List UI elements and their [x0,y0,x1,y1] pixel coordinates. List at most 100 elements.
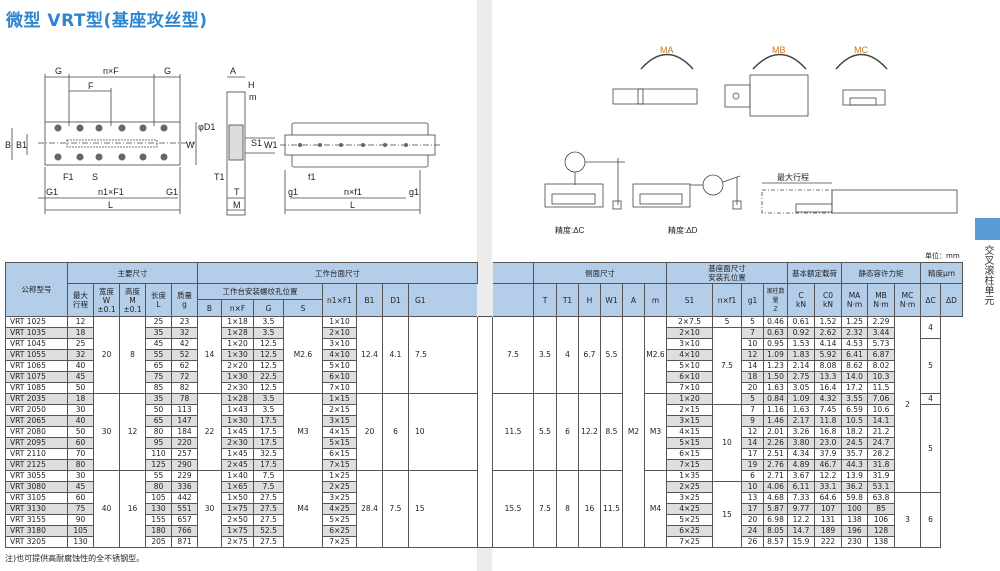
T1-cell: 3.5 [533,316,557,394]
C-cell: 1.63 [763,382,788,394]
C0-cell: 2.75 [787,371,815,383]
C-cell: 1.50 [763,371,788,383]
length-cell: 110 [145,448,172,460]
MC-cell: 138 [867,536,895,548]
col-header-S1: S1 [666,283,713,317]
Z-cell: 26 [741,536,764,548]
length-cell: 155 [145,514,172,526]
stroke-cell: 60 [67,492,94,504]
MA-cell: 16.8 [814,426,842,438]
stroke-cell: 12 [67,316,94,328]
n1xF1-cell: 7×10 [322,382,357,394]
nxF-cell: 2×20 [221,360,254,372]
W1-cell: 6.7 [578,316,601,394]
n1xF1-cell: 2×25 [322,481,357,493]
group-header-holes: 工作台安装螺纹孔位置 [197,283,323,300]
moment-label: MC [854,45,868,55]
C-cell: 8.57 [763,536,788,548]
dim-label: B1 [16,140,27,150]
MB-cell: 1.25 [841,316,868,328]
C0-cell: 3.67 [787,470,815,482]
model-cell: VRT 1055 [5,349,68,361]
G-cell: 27.5 [253,503,284,515]
B-cell: 22 [197,393,222,471]
S1-cell: M4 [644,470,667,548]
accuracy-dD-cell: 4 [920,393,941,405]
MB-cell: 59.8 [841,492,868,504]
g1-cell: 5 [712,316,742,328]
nxf1-cell: 6×25 [666,525,713,537]
n1xF1-cell: 6×15 [322,448,357,460]
col-header-Z: 滚柱数量 Z [763,283,788,317]
MA-cell: 1.52 [814,316,842,328]
model-cell: VRT 2125 [5,459,68,471]
MC-cell: 10.3 [867,371,895,383]
moment-label: MB [772,45,786,55]
Z-cell: 14 [741,437,764,449]
mass-cell: 336 [171,481,198,493]
mass-cell: 72 [171,371,198,383]
col-header-T1: T1 [556,283,579,317]
group-header-main: 主要尺寸 [67,262,198,284]
model-cell: VRT 3155 [5,514,68,526]
dim-label: G1 [166,187,178,197]
length-cell: 180 [145,525,172,537]
Z-cell: 20 [741,382,764,394]
MB-cell: 138 [841,514,868,526]
C-cell: 0.63 [763,327,788,339]
dim-label: W [186,140,195,150]
length-cell: 50 [145,404,172,416]
dim-label: W1 [264,140,278,150]
Z-cell: 20 [741,514,764,526]
G1-cell: 15 [408,470,478,548]
A-cell: 8.5 [600,393,623,471]
col-header-g1: g1 [741,283,764,317]
moment-b-arc [752,53,807,70]
C-cell: 1.46 [763,415,788,427]
nxF-cell: 1×65 [221,481,254,493]
T-cell: 15.5 [492,470,534,548]
MB-cell: 10.5 [841,415,868,427]
length-cell: 80 [145,426,172,438]
model-cell: VRT 3105 [5,492,68,504]
C0-cell: 3.26 [787,426,815,438]
S1-cell: M3 [644,393,667,471]
col-header-B: B [197,299,222,317]
col-header-T: T [533,283,557,317]
top-view-table [44,121,181,166]
col-header-B1: B1 [356,283,383,317]
MB-cell: 3.55 [841,393,868,405]
G-cell: 17.5 [253,426,284,438]
group-header-moment: 静态容许力矩 [841,262,921,284]
MB-cell: 18.2 [841,426,868,438]
nxf1-cell: 6×10 [666,371,713,383]
model-cell: VRT 2110 [5,448,68,460]
col-header-MB: MB N·m [867,283,895,317]
T1-cell: 5.5 [533,393,557,471]
length-cell: 85 [145,382,172,394]
MC-cell: 6.87 [867,349,895,361]
n1xF1-cell: 5×15 [322,437,357,449]
MB-cell: 14.0 [841,371,868,383]
MB-cell: 36.2 [841,481,868,493]
nxF-cell: 1×75 [221,525,254,537]
G-cell: 22.5 [253,371,284,383]
MA-cell: 33.1 [814,481,842,493]
dim-label: G [164,66,171,76]
nxF-cell: 1×28 [221,393,254,405]
MB-cell: 2.32 [841,327,868,339]
section-tab[interactable] [975,218,1000,240]
C-cell: 6.98 [763,514,788,526]
n1xF1-cell: 5×10 [322,360,357,372]
nxF-cell: 1×50 [221,492,254,504]
MC-cell: 3.44 [867,327,895,339]
G-cell: 3.5 [253,393,284,405]
stroke-cell: 105 [67,525,94,537]
mass-cell: 871 [171,536,198,548]
MA-cell: 4.14 [814,338,842,350]
side-view-body [226,91,246,216]
D1-cell: 7.5 [382,470,409,548]
nxF-cell: 1×43 [221,404,254,416]
